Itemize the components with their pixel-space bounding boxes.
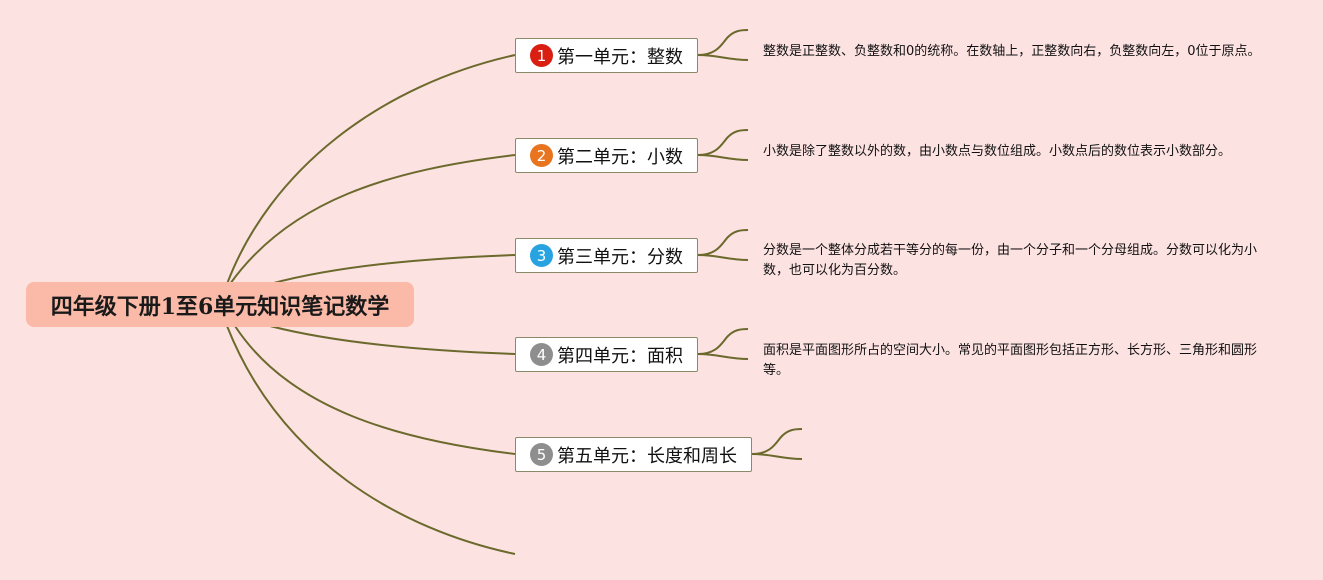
fork-line-upper-3 xyxy=(697,229,749,256)
root-title: 四年级下册1至6单元知识笔记数学 xyxy=(50,293,390,320)
note-unit-2: 小数是除了整数以外的数，由小数点与数位组成。小数点后的数位表示小数部分。 xyxy=(763,144,1232,159)
branch-line-5 xyxy=(234,325,516,455)
topic-label: 第三单元：分数 xyxy=(557,246,683,268)
note-unit-1: 整数是正整数、负整数和0的统称。在数轴上，正整数向右，负整数向左，0位于原点。 xyxy=(763,44,1261,59)
topic-label: 第四单元：面积 xyxy=(557,345,683,367)
topic-label: 第一单元：整数 xyxy=(557,46,683,68)
fork-line-upper-2 xyxy=(697,129,749,156)
fork-line-lower-5 xyxy=(751,453,803,460)
note-unit-3: 分数是一个整体分成若干等分的每一份，由一个分子和一个分母组成。分数可以化为小数，… xyxy=(763,243,1258,278)
topic-unit-4[interactable]: 4 第四单元：面积 xyxy=(515,337,698,372)
fork-line-upper-1 xyxy=(697,29,749,56)
fork-line-upper-5 xyxy=(751,428,803,455)
topic-unit-3[interactable]: 3 第三单元：分数 xyxy=(515,238,698,273)
branch-line-3 xyxy=(269,254,516,285)
number-badge-icon: 4 xyxy=(530,343,553,366)
number-badge-icon: 1 xyxy=(530,44,553,67)
topic-unit-5[interactable]: 5 第五单元：长度和周长 xyxy=(515,437,752,472)
fork-line-lower-3 xyxy=(697,254,749,261)
root-topic[interactable]: 四年级下册1至6单元知识笔记数学 xyxy=(26,282,414,327)
fork-line-upper-4 xyxy=(697,328,749,355)
topic-unit-2[interactable]: 2 第二单元：小数 xyxy=(515,138,698,173)
branch-line-6 xyxy=(226,325,516,555)
topic-label: 第五单元：长度和周长 xyxy=(557,445,737,467)
number-badge-icon: 5 xyxy=(530,443,553,466)
fork-line-lower-4 xyxy=(697,353,749,360)
branch-line-1 xyxy=(226,54,516,285)
branch-line-4 xyxy=(269,325,516,355)
topic-label: 第二单元：小数 xyxy=(557,146,683,168)
number-badge-icon: 2 xyxy=(530,144,553,167)
topic-unit-1[interactable]: 1 第一单元：整数 xyxy=(515,38,698,73)
number-badge-icon: 3 xyxy=(530,244,553,267)
fork-line-lower-1 xyxy=(697,54,749,61)
note-unit-4: 面积是平面图形所占的空间大小。常见的平面图形包括正方形、长方形、三角形和圆形等。 xyxy=(763,343,1258,378)
fork-line-lower-2 xyxy=(697,154,749,161)
branch-line-2 xyxy=(229,154,516,285)
